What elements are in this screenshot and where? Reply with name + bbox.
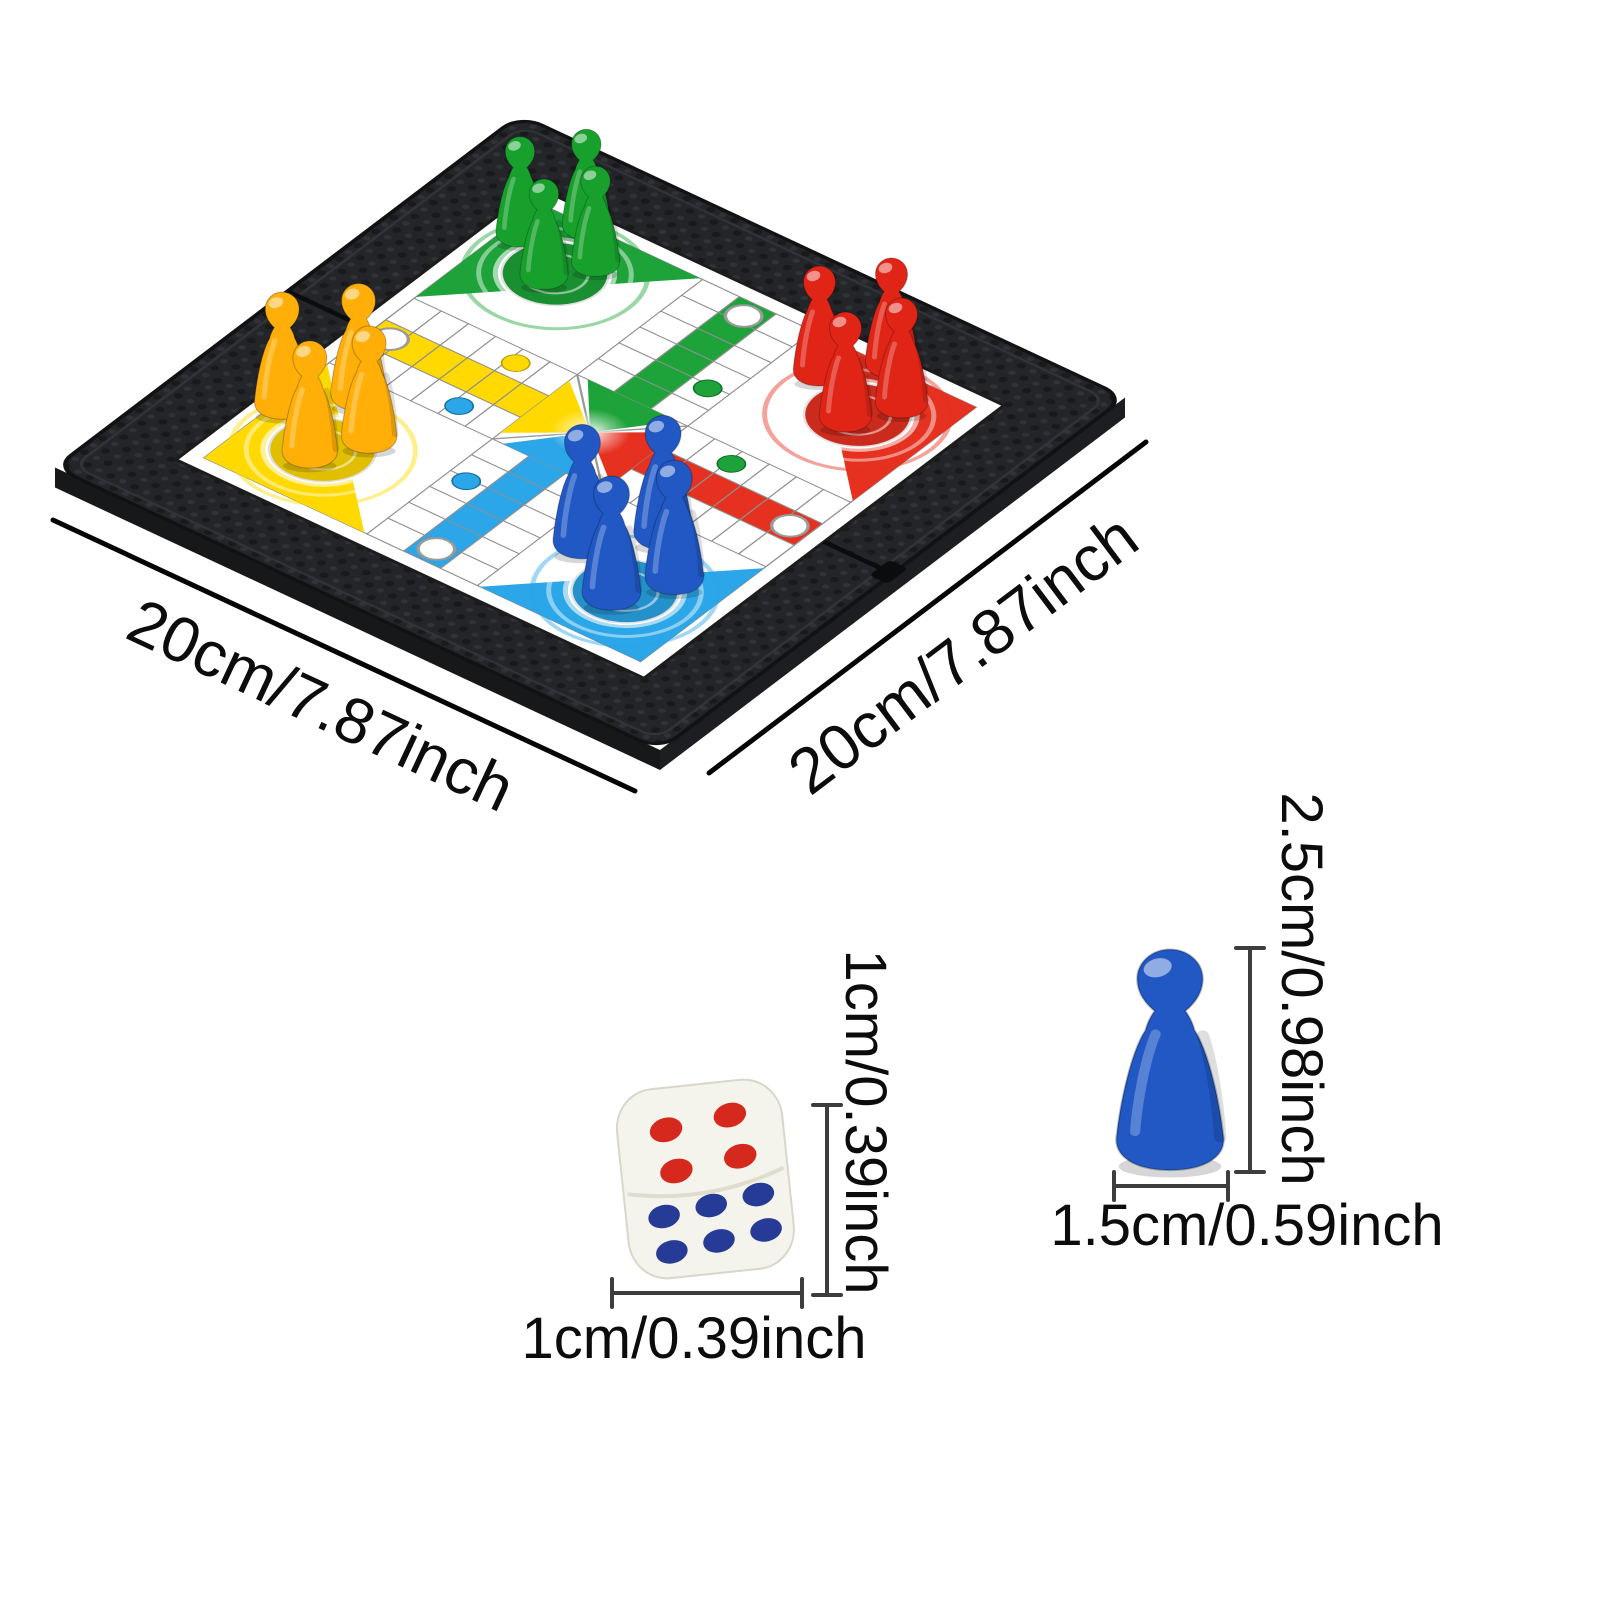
fold-seams [284,289,906,583]
pawn-width-label: 1.5cm/0.59inch [1050,1193,1444,1258]
board-side-right [660,397,1125,770]
pawn-shape-use [1116,949,1223,1177]
board-width-line [50,517,638,794]
hinge-notch [871,561,906,583]
dice-height-label: 1cm/0.39inch [833,949,898,1295]
dice-width-label: 1cm/0.39inch [521,1306,867,1371]
dice-front-face [648,1182,782,1264]
board-depth-line [706,439,1149,776]
track-cell [737,531,796,568]
dice-body [615,1078,795,1280]
dice-pip [695,1193,727,1218]
dice-pip [648,1204,680,1229]
board-side-left [55,467,660,770]
dice [615,1078,795,1280]
track-cell [439,551,500,587]
pawn-piece [1116,949,1223,1177]
dice-height-line [811,1103,843,1297]
dice-edge [627,1165,785,1199]
dice-top-face [649,1102,757,1184]
dice-width-line [610,1277,804,1309]
dice-pip [660,1158,693,1184]
dimension-lines [50,439,1266,1309]
dice-pip [742,1182,775,1207]
track-cell [464,404,522,440]
pawn-width-line [1112,1170,1230,1202]
pawn-height-line [1234,946,1266,1174]
dice-pip [649,1117,683,1143]
dice-pip [724,1143,757,1169]
dice-pip [713,1102,747,1128]
dice-pip [703,1229,735,1253]
pawn-height-label: 2.5cm/0.98inch [1269,792,1334,1186]
dice-pip [750,1218,782,1242]
dice-pip [656,1240,688,1264]
